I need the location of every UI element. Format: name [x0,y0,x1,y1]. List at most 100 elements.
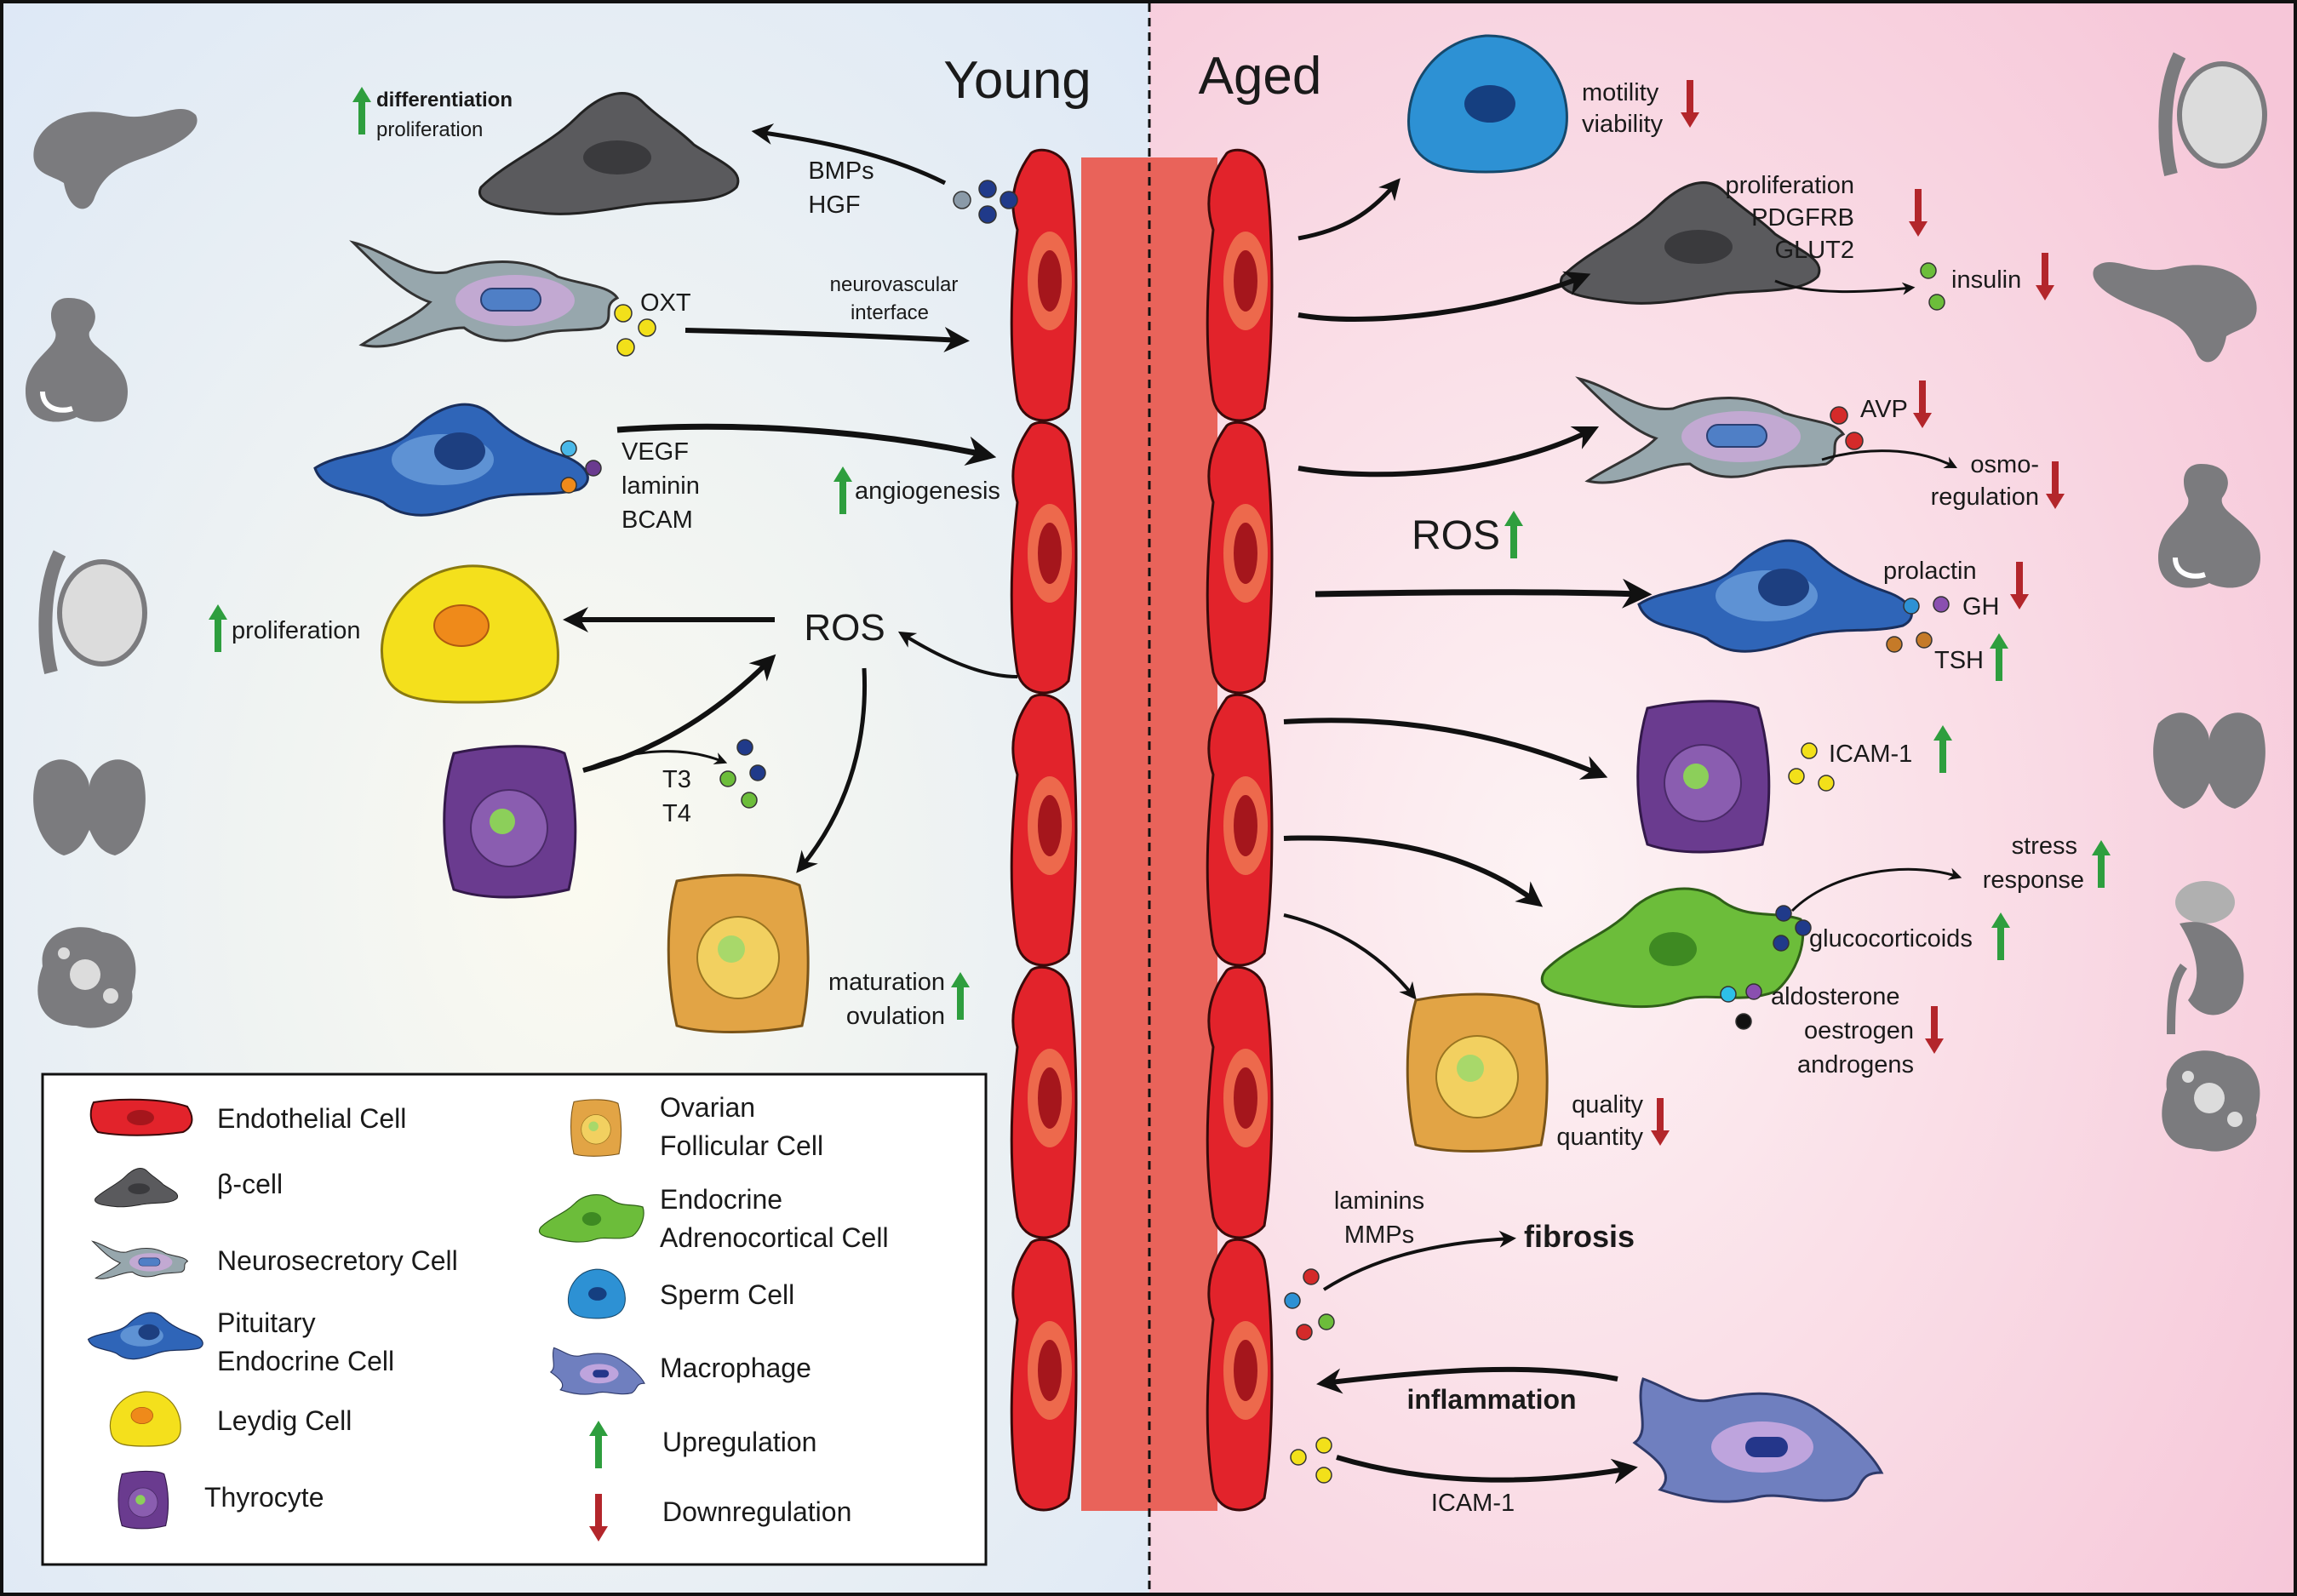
aged-motility: motility [1582,79,1659,106]
young-beta-factor-hgf: HGF [808,192,860,219]
legend-box [41,1073,988,1566]
young-t4: T4 [662,800,691,827]
arrow-vessel-to-adrenal [1283,835,1544,907]
adrenal-kidney-icon [2167,881,2244,1035]
thyroid-icon [2153,712,2265,809]
aged-oestrogen: oestrogen [1804,1017,1914,1044]
legend-sperm-label: Sperm Cell [660,1279,794,1310]
avp-dots [1830,406,1864,450]
vegf-dots [560,440,602,494]
aged-proliferation: proliferation [1725,172,1854,199]
aged-viability: viability [1582,111,1664,138]
aged-thyrocyte [1636,700,1771,854]
young-title: Young [943,51,1091,110]
legend-pituitary-label1: Pituitary [217,1307,316,1338]
legend-macrophage: Macrophage [550,1347,811,1395]
pit-hormone-dots [1886,596,1950,653]
aged-androgens: androgens [1797,1051,1914,1078]
steroid-dots [1720,983,1762,1030]
legend-adrenal: Endocrine Adrenocortical Cell [538,1184,889,1253]
legend-down: Downregulation [589,1494,851,1542]
icam-dots [1788,742,1835,792]
aged-fibrosis: fibrosis [1524,1219,1635,1254]
young-interface-label: interface [851,301,929,324]
t3-t4-dots [719,739,766,809]
legend-ovarian-label1: Ovarian [660,1092,755,1123]
legend-up: Upregulation [589,1421,816,1468]
young-beta-proliferation: proliferation [376,118,483,141]
aged-inflammation: inflammation [1406,1384,1576,1415]
arrow-ros-to-follicle [796,667,868,873]
aged-laminins: laminins [1334,1187,1424,1215]
young-beta-factor-bmps: BMPs [808,157,874,185]
legend-pituitary: Pituitary Endocrine Cell [87,1307,394,1376]
arrow-bmps-to-beta [751,123,947,186]
oxt-dots [614,304,656,357]
aged-title: Aged [1199,47,1322,106]
aged-insulin: insulin [1951,266,2021,294]
aged-aldosterone: aldosterone [1771,983,1900,1010]
legend-ovarian-label2: Follicular Cell [660,1130,823,1161]
aged-avp: AVP [1860,396,1908,423]
aged-tsh: TSH [1934,647,1984,674]
arrow-adrenal-to-stress [1790,867,1962,912]
young-maturation: maturation [828,969,945,996]
legend-thyrocyte: Thyrocyte [117,1470,324,1530]
young-ros-label: ROS [804,607,885,649]
secretion-dots [953,180,1018,224]
pancreas-icon [2093,261,2257,363]
legend-beta-label: β-cell [217,1169,283,1199]
glucocorticoid-dots [1773,905,1812,952]
aged-regulation: regulation [1931,483,2039,511]
arrow-neuro-to-osmo [1821,449,1958,469]
arrow-vessel-to-beta [1297,271,1591,322]
aged-glut2: GLUT2 [1775,237,1854,264]
ovary-icon [2162,1050,2260,1152]
arrow-vessel-to-neuro [1297,426,1600,478]
arrow-icam-to-macrophage [1336,1455,1638,1484]
endothelial-wall-young [1010,148,1078,1512]
arrow-vegf-to-vessel [616,423,997,466]
arrow-beta-to-insulin [1774,279,1916,295]
icam-dots-macrophage [1290,1437,1332,1484]
legend-up-label: Upregulation [662,1427,816,1457]
young-laminin: laminin [622,472,700,500]
aged-gh: GH [1962,593,2000,621]
young-leydig-proliferation: proliferation [232,617,361,644]
pituitary-icon [2158,464,2260,588]
endothelial-wall-aged [1206,148,1274,1512]
aged-ros-label: ROS [1412,513,1500,558]
aged-osmo: osmo- [1970,451,2039,478]
pituitary-icon [26,298,128,422]
aged-follicular-cell [1406,992,1549,1153]
young-thyrocyte [443,745,577,899]
legend-down-label: Downregulation [662,1496,851,1527]
fibrosis-dots [1284,1268,1335,1341]
young-beta-differentiation: differentiation [376,89,513,112]
legend-neurosecretory: Neurosecretory Cell [92,1240,458,1279]
arrow-vessel-to-thyrocyte [1283,718,1608,780]
young-follicular-cell [667,873,810,1033]
aged-pdgfrb: PDGFRB [1751,204,1854,232]
testis-icon [2158,52,2267,176]
legend-endothelial: Endothelial Cell [89,1098,406,1136]
aged-icam1-macrophage: ICAM-1 [1431,1490,1515,1517]
arrow-oxt-to-interface [685,326,970,352]
pancreas-icon [33,108,198,209]
testis-icon [38,550,147,674]
legend-endothelial-label: Endothelial Cell [217,1103,406,1134]
legend-leydig-label: Leydig Cell [217,1405,352,1436]
legend-ovarian: Ovarian Follicular Cell [570,1092,823,1161]
young-ovulation: ovulation [846,1003,945,1030]
young-t3: T3 [662,766,691,793]
young-neurovascular-label: neurovascular [830,273,959,296]
arrow-thyrocyte-to-ros [582,654,776,773]
aged-prolactin: prolactin [1883,558,1977,585]
legend-macrophage-label: Macrophage [660,1353,811,1383]
young-oxt-label: OXT [640,289,691,317]
aged-quantity: quantity [1556,1124,1643,1151]
arrow-vessel-to-follicle [1283,913,1417,1000]
legend-leydig: Leydig Cell [109,1391,352,1447]
aged-mmps: MMPs [1344,1221,1414,1249]
